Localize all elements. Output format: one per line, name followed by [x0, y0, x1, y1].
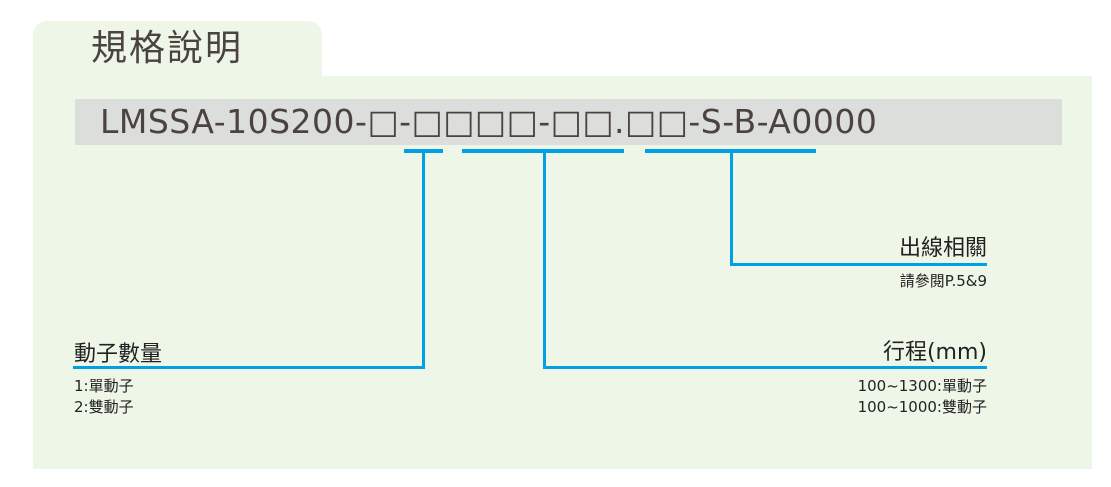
model-code: LMSSA-10S200-□-□□□□-□□.□□-S-B-A0000: [100, 102, 878, 141]
model-code-box: [75, 99, 1062, 145]
field-note-mover-count-1: 1:單動子: [74, 377, 134, 395]
connector-stem-mover-count: [422, 151, 425, 369]
field-note-stroke-1: 100~1300:單動子: [857, 377, 987, 395]
field-title-cable: 出線相關: [898, 236, 987, 261]
connector-base-cable: [730, 263, 987, 266]
field-note-stroke-2: 100~1000:雙動子: [857, 398, 987, 416]
connector-stem-cable: [730, 151, 733, 266]
field-title-mover-count: 動子數量: [74, 342, 163, 367]
section-title: 規格說明: [91, 28, 244, 69]
connector-stem-stroke: [543, 151, 546, 369]
field-note-mover-count-2: 2:雙動子: [74, 398, 134, 416]
field-title-stroke: 行程(mm): [882, 340, 987, 365]
field-note-cable: 請參閱P.5&9: [899, 272, 987, 290]
connector-base-stroke: [543, 366, 987, 369]
connector-base-mover-count: [73, 366, 425, 369]
